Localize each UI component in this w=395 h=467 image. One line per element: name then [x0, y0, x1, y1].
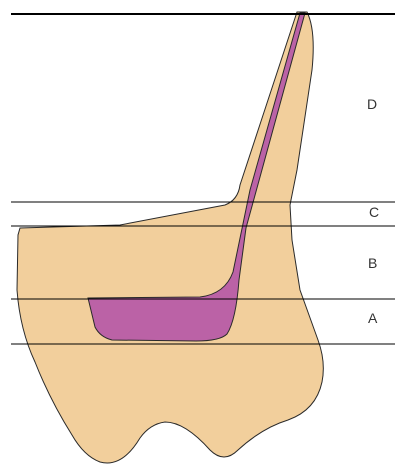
- zone-label-c: C: [369, 204, 379, 220]
- zone-label-d: D: [367, 96, 377, 112]
- zone-label-a: A: [368, 310, 378, 326]
- body-shape: [17, 12, 323, 463]
- zone-label-b: B: [368, 255, 377, 271]
